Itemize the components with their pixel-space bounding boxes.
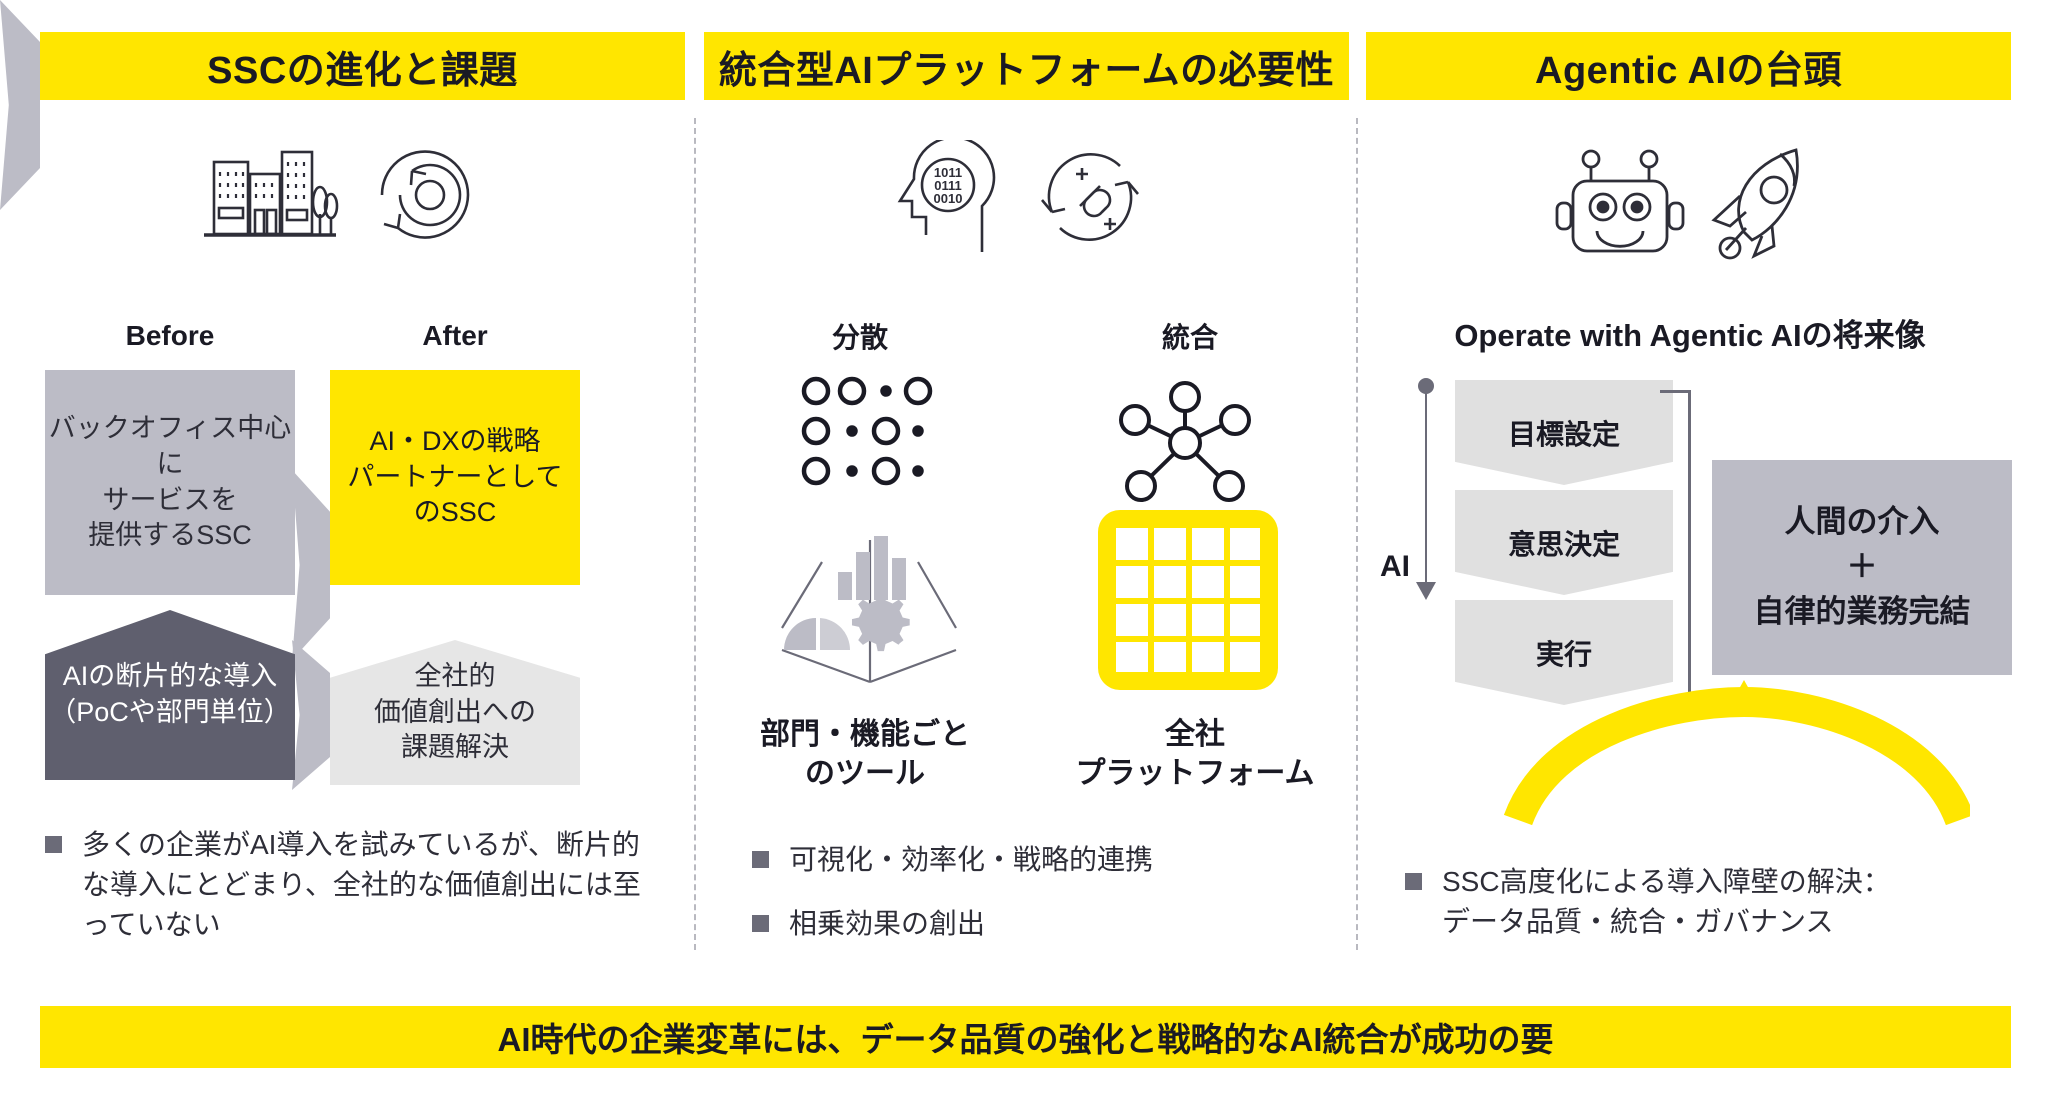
bullet-item: 多くの企業がAI導入を試みているが、断片的な導入にとどまり、全社的な価値創出には… (45, 825, 675, 944)
column-header-2: 統合型AIプラットフォームの必要性 (704, 32, 1349, 100)
ai-rail-line (1425, 385, 1427, 590)
bullet-square-icon (752, 851, 769, 868)
rocket-icon (1700, 140, 1830, 260)
before-after-chevron-lower (292, 640, 330, 790)
decentralized-label: 分散 (831, 322, 888, 353)
footer-banner: AI時代の企業変革には、データ品質の強化と戦略的なAI統合が成功の要 (40, 1006, 2011, 1068)
bullet-text: SSC高度化による導入障壁の解決： データ品質・統合・ガバナンス (1442, 866, 1891, 937)
column-header-3-title: Agentic AIの台頭 (1535, 49, 1842, 92)
bullet-square-icon (1405, 873, 1422, 890)
column-2-bullets: 可視化・効率化・戦略的連携 相乗効果の創出 (752, 840, 1342, 954)
agentic-subtitle: Operate with Agentic AIの将来像 (1454, 317, 1926, 353)
ai-rail-label: AI (1380, 550, 1410, 583)
transform-chevron (0, 0, 40, 210)
column-1-bullets: 多くの企業がAI導入を試みているが、断片的な導入にとどまり、全社的な価値創出には… (45, 825, 675, 954)
before-after-chevron-upper (292, 470, 330, 660)
yellow-feedback-arrow-icon (1490, 680, 1970, 830)
agentic-bracket (1660, 390, 1691, 714)
bullet-item: SSC高度化による導入障壁の解決： データ品質・統合・ガバナンス (1405, 862, 2025, 942)
ai-rail-arrow-icon (1416, 582, 1436, 600)
link-cycle-icon (1030, 140, 1150, 252)
bullet-square-icon (45, 836, 62, 853)
column-divider-2 (1356, 118, 1358, 950)
bullet-square-icon (752, 914, 769, 932)
enterprise-platform-grid-icon (1098, 510, 1278, 690)
human-intervention-box: 人間の介入 ＋ 自律的業務完結 (1712, 460, 2012, 675)
fragmented-tools-icon (760, 500, 980, 690)
robot-icon (1555, 145, 1685, 260)
agentic-step-2: 意思決定 (1455, 490, 1673, 595)
column-3-bullets: SSC高度化による導入障壁の解決： データ品質・統合・ガバナンス (1405, 862, 2025, 952)
refresh-cycle-icon (370, 140, 490, 250)
before-challenge-box: AIの断片的な導入 （PoCや部門単位） (45, 610, 295, 780)
office-building-icon (200, 140, 340, 250)
after-state-box: AI・DXの戦略 パートナーとして のSSC (330, 370, 580, 585)
bullet-text: 可視化・効率化・戦略的連携 (789, 844, 1154, 875)
after-challenge-box: 全社的 価値創出への 課題解決 (330, 640, 580, 785)
agentic-step-1: 目標設定 (1455, 380, 1673, 485)
bullet-text: 多くの企業がAI導入を試みているが、断片的な導入にとどまり、全社的な価値創出には… (82, 829, 641, 940)
ai-head-binary-icon: 1011 0111 0010 (890, 140, 1010, 252)
column-header-2-title: 統合型AIプラットフォームの必要性 (718, 49, 1335, 92)
column-header-1-title: SSCの進化と課題 (207, 49, 518, 92)
binary-line-1: 1011 (934, 165, 962, 180)
agentic-step-3: 実行 (1455, 600, 1673, 705)
after-label: After (422, 320, 488, 351)
column-header-3: Agentic AIの台頭 (1366, 32, 2011, 100)
footer-text: AI時代の企業変革には、データ品質の強化と戦略的なAI統合が成功の要 (497, 1021, 1554, 1058)
centralized-caption: 全社 プラットフォーム (1075, 718, 1315, 790)
binary-line-2: 0111 (934, 178, 962, 193)
before-label: Before (125, 320, 215, 351)
column-divider-1 (694, 118, 696, 950)
bullet-item: 可視化・効率化・戦略的連携 (752, 840, 1342, 880)
scattered-dots-icon (800, 375, 940, 490)
before-state-box: バックオフィス中心に サービスを 提供するSSC (45, 370, 295, 595)
network-hub-icon (1115, 378, 1255, 508)
decentralized-caption: 部門・機能ごと のツール (760, 718, 970, 790)
bullet-text: 相乗効果の創出 (789, 907, 986, 939)
binary-line-3: 0010 (934, 191, 963, 206)
centralized-label: 統合 (1161, 322, 1218, 353)
bullet-item: 相乗効果の創出 (752, 904, 1342, 944)
column-header-1: SSCの進化と課題 (40, 32, 685, 100)
